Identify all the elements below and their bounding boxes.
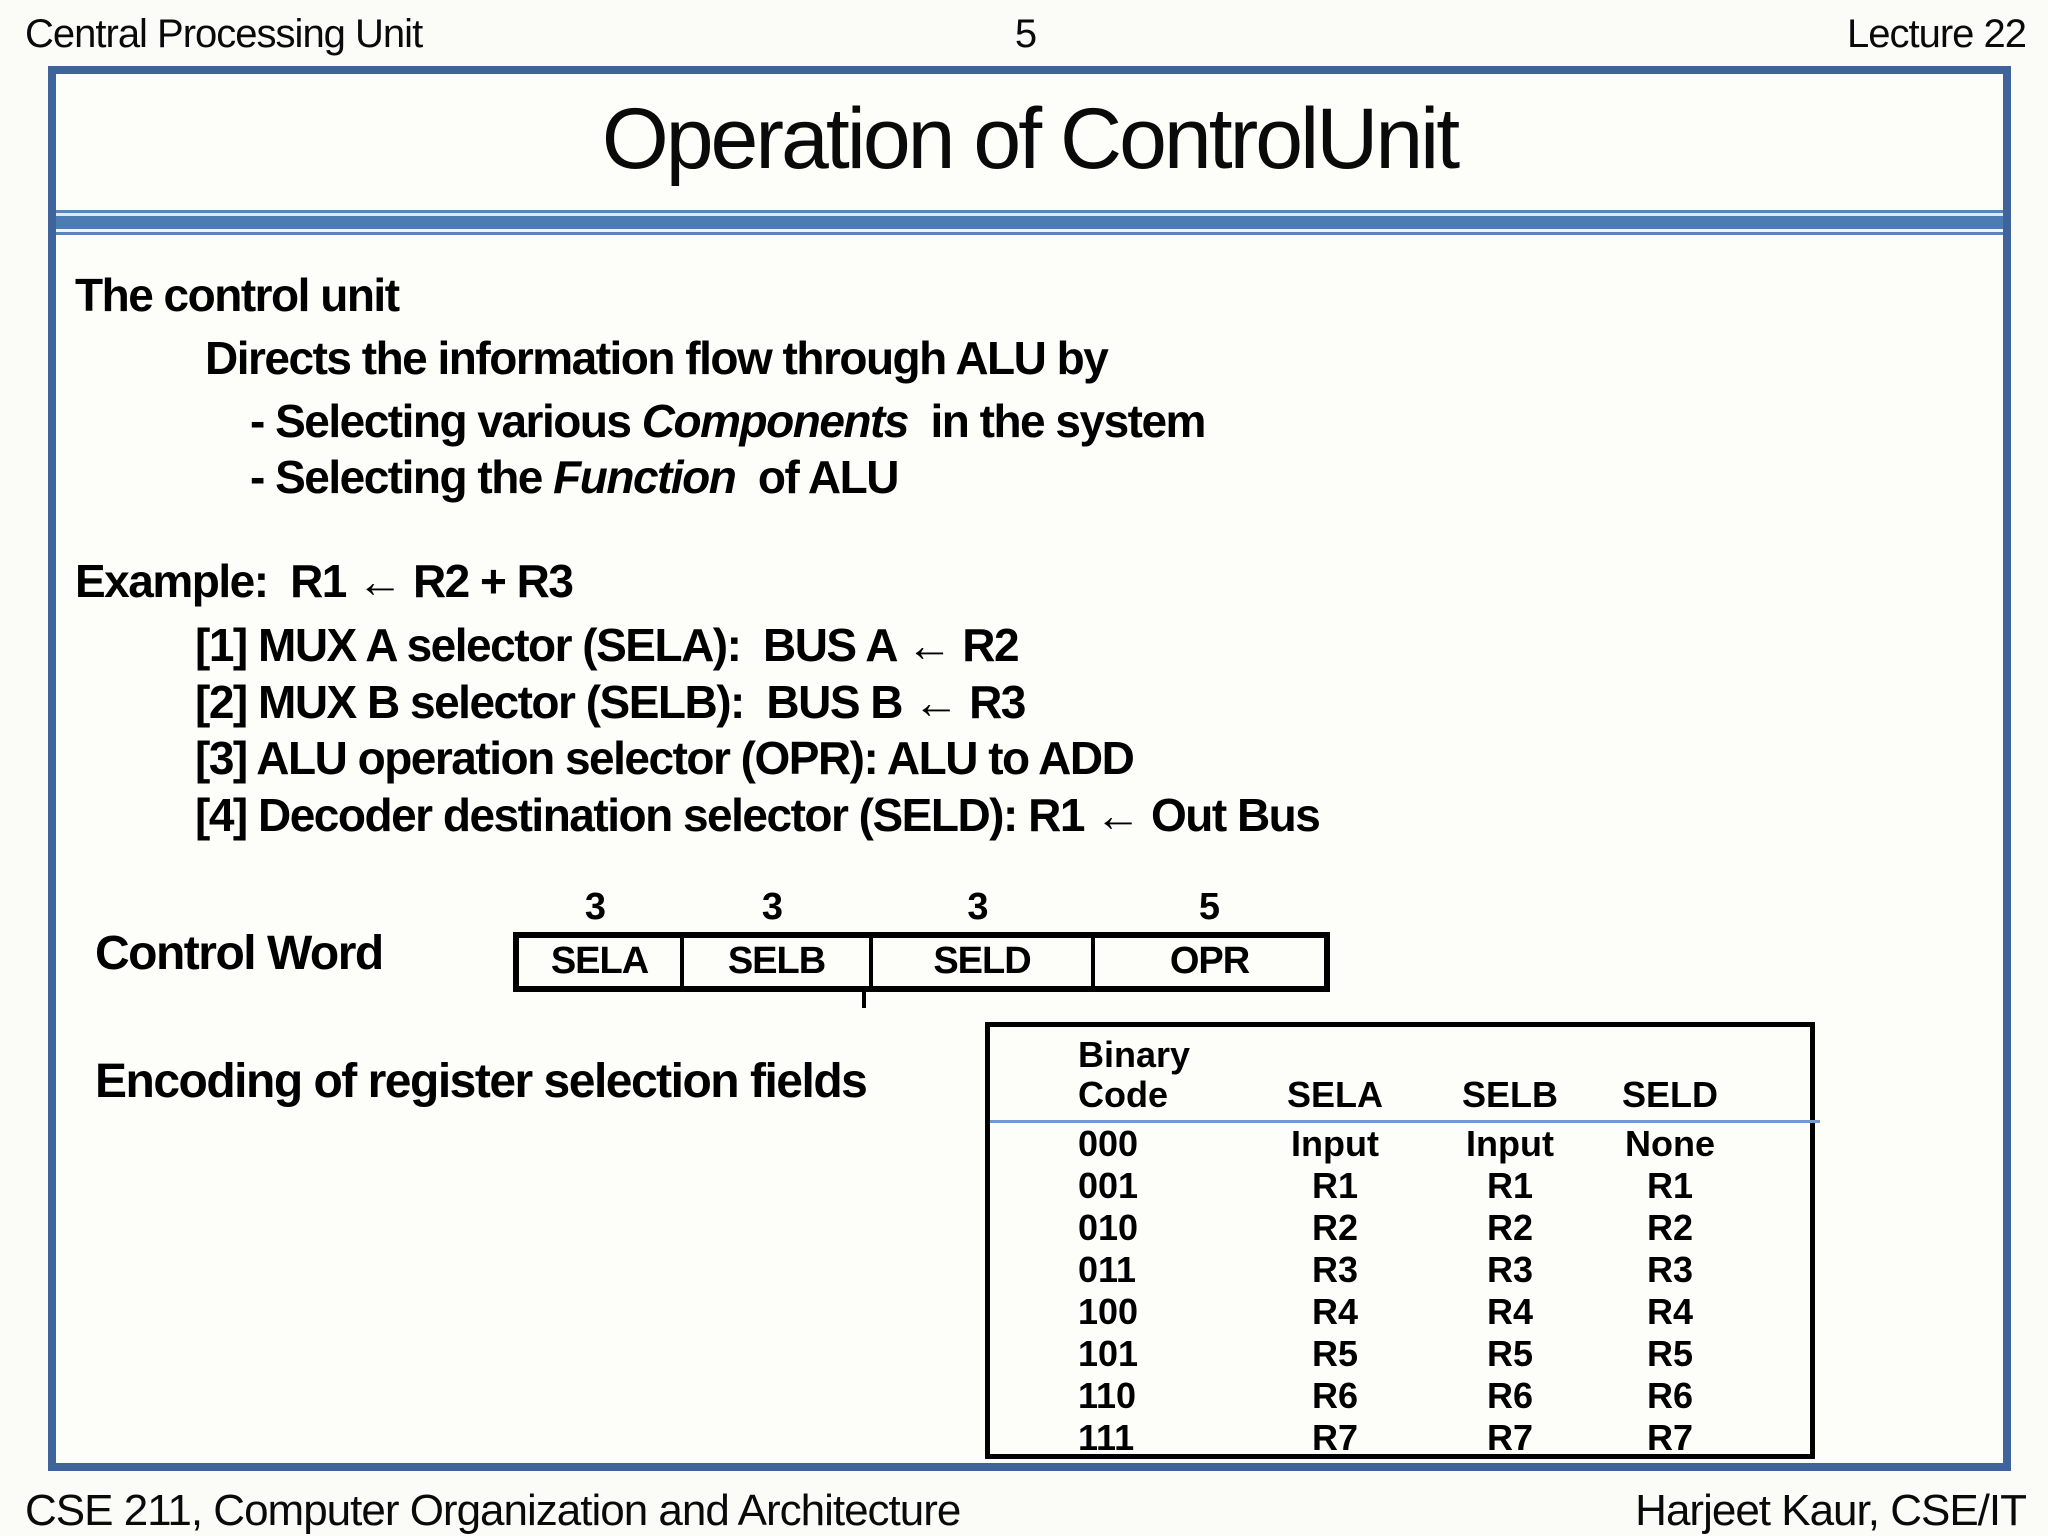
table-cell: R6: [1486, 1375, 1534, 1416]
header-lecture-label: Lecture 22: [1846, 12, 2027, 56]
table-cell: 100: [1078, 1291, 1139, 1332]
table-cell: R4: [1311, 1291, 1359, 1332]
table-row: 100 R4 R4 R4: [990, 1291, 1810, 1333]
bit-width-label: 3: [584, 886, 607, 928]
table-cell: R3: [1486, 1249, 1534, 1290]
encoding-table: Binary Code SELA SELB SELD 000 Input Inp…: [985, 1022, 1820, 1459]
bullet-emphasis: Function: [553, 451, 737, 503]
table-cell: 111: [1078, 1417, 1135, 1458]
table-cell: 001: [1078, 1165, 1139, 1206]
table-cell: R1: [1646, 1165, 1694, 1206]
encoding-label: Encoding of register selection fields: [95, 1055, 868, 1108]
table-cell: R7: [1646, 1417, 1694, 1458]
bullet-text: of ALU: [735, 451, 900, 503]
bullet-emphasis: Components: [641, 395, 910, 447]
table-header-row: Binary Code SELA SELB SELD: [990, 1035, 1810, 1115]
slide-frame: Operation of ControlUnit The control uni…: [48, 66, 2011, 1471]
table-cell: R7: [1486, 1417, 1534, 1458]
page-header: Central Processing Unit 5 Lecture 22: [25, 12, 2027, 60]
table-row: 001 R1 R1 R1: [990, 1165, 1810, 1207]
title-separator: [56, 210, 2003, 235]
table-cell: R5: [1486, 1333, 1534, 1374]
table-cell: R4: [1486, 1291, 1534, 1332]
example-step: [2] MUX B selector (SELB): BUS B ← R3: [195, 676, 1026, 728]
bullet-text: in the system: [907, 395, 1206, 447]
table-cell: Input: [1291, 1123, 1379, 1164]
control-word-field-seld: SELD: [873, 938, 1095, 986]
table-header-binary-code: Binary Code: [990, 1035, 1240, 1115]
control-word-bit-widths: 3 3 3 5: [513, 886, 1330, 929]
table-cell: 110: [1078, 1375, 1137, 1416]
example-step: [3] ALU operation selector (OPR): ALU to…: [195, 732, 1135, 784]
table-cell: R3: [1311, 1249, 1359, 1290]
control-word-tick-mark: [862, 990, 866, 1008]
bullet-text: - Selecting various: [250, 395, 642, 447]
footer-author-label: Harjeet Kaur, CSE/IT: [1635, 1486, 2027, 1535]
table-cell: R3: [1646, 1249, 1694, 1290]
control-word-field-selb: SELB: [684, 938, 873, 986]
control-unit-bullet: - Selecting various Components in the sy…: [250, 395, 1206, 448]
header-course-label: Central Processing Unit: [25, 12, 423, 56]
example-step: [1] MUX A selector (SELA): BUS A ← R2: [195, 619, 1020, 671]
page-number: 5: [1014, 12, 1037, 56]
table-cell: None: [1625, 1123, 1715, 1164]
table-cell: R7: [1311, 1417, 1359, 1458]
control-word-diagram: SELA SELB SELD OPR: [513, 932, 1330, 992]
table-cell: 010: [1078, 1207, 1139, 1248]
table-cell: R6: [1311, 1375, 1359, 1416]
table-cell: R2: [1486, 1207, 1534, 1248]
table-cell: R2: [1311, 1207, 1359, 1248]
table-row: 011 R3 R3 R3: [990, 1249, 1810, 1291]
table-cell: R4: [1646, 1291, 1694, 1332]
bit-width-label: 3: [761, 886, 784, 928]
table-row: 010 R2 R2 R2: [990, 1207, 1810, 1249]
table-header-selb: SELB: [1461, 1074, 1558, 1115]
header-line: Code: [1078, 1074, 1168, 1115]
bit-width-label: 3: [967, 886, 989, 928]
example-step: [4] Decoder destination selector (SELD):…: [195, 789, 1321, 841]
table-cell: R6: [1646, 1375, 1694, 1416]
table-cell: 011: [1078, 1249, 1137, 1290]
control-word-label: Control Word: [95, 927, 384, 980]
table-cell: R5: [1646, 1333, 1694, 1374]
control-word-field-opr: OPR: [1169, 940, 1250, 982]
table-cell: 000: [1078, 1123, 1139, 1164]
footer-course-label: CSE 211, Computer Organization and Archi…: [25, 1486, 961, 1535]
bit-width-label: 5: [1198, 886, 1221, 928]
table-header-sela: SELA: [1286, 1074, 1383, 1115]
table-row: 000 Input Input None: [990, 1123, 1810, 1165]
table-cell: R1: [1486, 1165, 1534, 1206]
table-header-seld: SELD: [1621, 1074, 1718, 1115]
table-cell: R2: [1646, 1207, 1694, 1248]
bullet-text: - Selecting the: [250, 451, 554, 503]
table-cell: 101: [1078, 1333, 1139, 1374]
control-unit-heading: The control unit: [75, 269, 400, 321]
table-row: 101 R5 R5 R5: [990, 1333, 1810, 1375]
table-cell: R5: [1311, 1333, 1359, 1374]
control-unit-bullet: - Selecting the Function of ALU: [250, 451, 900, 504]
page-footer: CSE 211, Computer Organization and Archi…: [25, 1486, 2027, 1536]
control-word-field-sela: SELA: [519, 938, 684, 986]
table-cell: R1: [1311, 1165, 1359, 1206]
example-heading: Example: R1 ← R2 + R3: [75, 555, 574, 607]
slide-title: Operation of ControlUnit: [601, 91, 1460, 187]
table-header-rule: [990, 1120, 1820, 1123]
table-row: 111 R7 R7 R7: [990, 1417, 1810, 1459]
control-unit-line: Directs the information flow through ALU…: [205, 332, 1109, 384]
table-row: 110 R6 R6 R6: [990, 1375, 1810, 1417]
header-line: Binary: [1078, 1034, 1191, 1075]
table-cell: Input: [1466, 1123, 1554, 1164]
